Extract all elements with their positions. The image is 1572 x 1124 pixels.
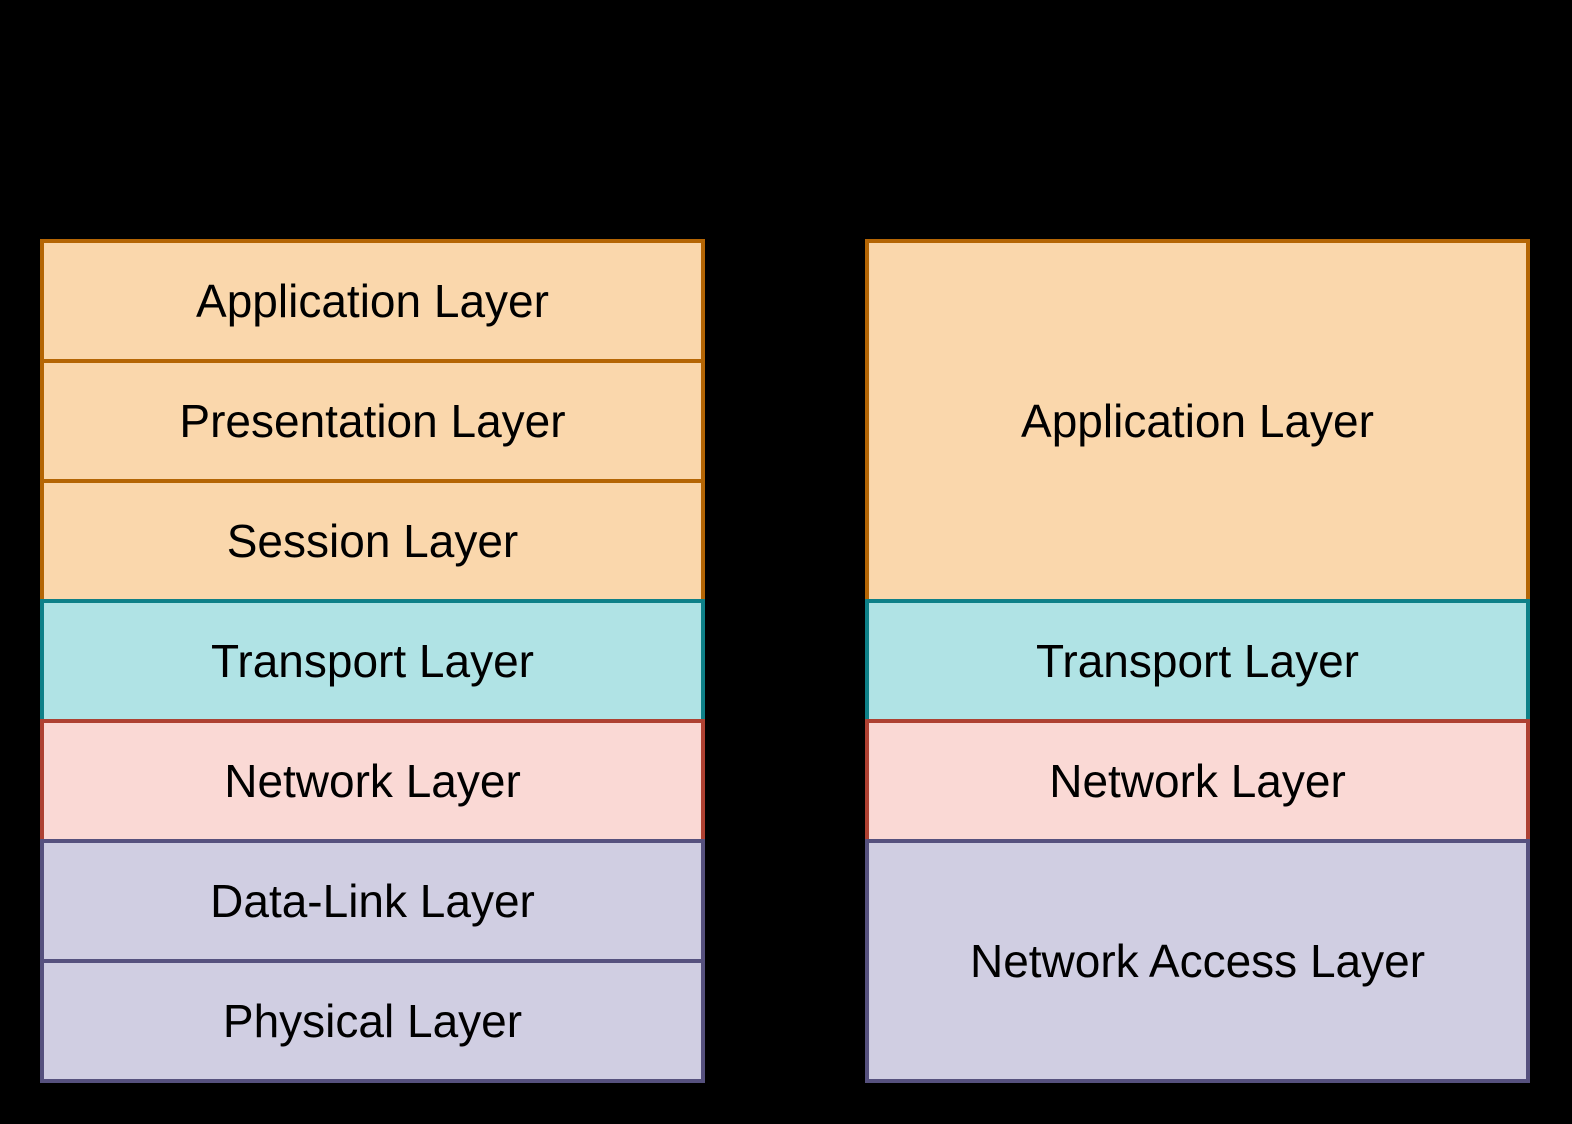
- tcpip-layer-network: Network Layer: [865, 719, 1530, 843]
- layer-label: Session Layer: [226, 515, 519, 567]
- tcpip-layer-application: Application Layer: [865, 239, 1530, 603]
- layer-label: Network Access Layer: [969, 935, 1426, 987]
- layer-label: Transport Layer: [211, 635, 534, 687]
- osi-layer-transport: Transport Layer: [40, 599, 705, 723]
- layer-label: Data-Link Layer: [210, 875, 535, 927]
- osi-model-stack: Application Layer Presentation Layer Ses…: [40, 239, 705, 1083]
- layer-label: Network Layer: [1049, 755, 1346, 807]
- layer-label: Physical Layer: [222, 995, 523, 1047]
- osi-layer-presentation: Presentation Layer: [40, 359, 705, 483]
- layer-label: Presentation Layer: [179, 395, 566, 447]
- layer-label: Application Layer: [196, 275, 549, 327]
- tcpip-layer-network-access: Network Access Layer: [865, 839, 1530, 1083]
- tcpip-layer-transport: Transport Layer: [865, 599, 1530, 723]
- tcpip-model-stack: Application Layer Transport Layer Networ…: [865, 239, 1530, 1083]
- layer-label: Transport Layer: [1036, 635, 1359, 687]
- osi-layer-physical: Physical Layer: [40, 959, 705, 1083]
- osi-layer-network: Network Layer: [40, 719, 705, 843]
- layer-label: Network Layer: [224, 755, 521, 807]
- osi-layer-application: Application Layer: [40, 239, 705, 363]
- layer-label: Application Layer: [1021, 395, 1374, 447]
- osi-layer-session: Session Layer: [40, 479, 705, 603]
- osi-layer-data-link: Data-Link Layer: [40, 839, 705, 963]
